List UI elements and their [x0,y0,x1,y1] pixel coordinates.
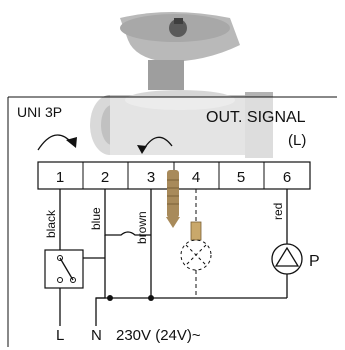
terminal-5: 5 [237,169,245,186]
terminal-4: 4 [192,169,200,186]
wire-blue [104,189,151,236]
lamp-icon [180,221,212,271]
wire-label-blue: blue [89,207,103,230]
supply-neutral-label: N [91,327,102,344]
pump-icon [271,243,303,275]
junction-dot [107,295,113,301]
arrow-head-icon [137,145,147,154]
terminal-6: 6 [283,169,291,186]
terminal-1: 1 [56,169,64,186]
output-signal-label: OUT. SIGNAL [206,109,306,126]
wire-label-black: black [44,209,58,238]
device-label: UNI 3P [17,104,62,120]
supply-voltage-label: 230V (24V)~ [116,327,201,344]
arrow-head-icon [66,137,77,148]
terminal-3: 3 [147,169,155,186]
supply-line-label: L [56,327,64,344]
output-signal-sub: (L) [288,132,306,149]
wire-label-brown: brown [135,211,149,244]
wire-label-red: red [271,203,285,220]
switch-icon [44,235,106,289]
pump-label: P [309,253,320,270]
screw-icon [166,170,180,228]
terminal-2: 2 [101,169,109,186]
